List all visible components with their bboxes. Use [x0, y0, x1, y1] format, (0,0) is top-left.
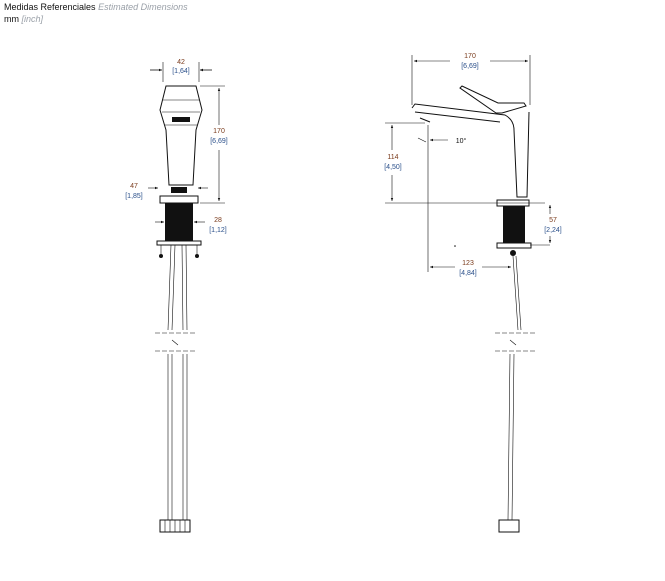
dim-shank-inch: [1,12] [209, 227, 227, 234]
dim-spout-height-inch: [4,50] [384, 164, 402, 171]
header-title: Medidas Referenciales [4, 2, 96, 12]
dim-length-inch: [6,69] [461, 63, 479, 70]
dim-width-top-inch: [1,64] [172, 68, 190, 75]
side-dimensions: 170 [6,69] 114 [4,50] 10° 57 [2,24] 123 … [384, 53, 562, 277]
dim-width-top-mm: 42 [177, 59, 185, 66]
drawing-header: Medidas Referenciales Estimated Dimensio… [4, 1, 188, 25]
dim-width-base-inch: [1,85] [125, 193, 143, 200]
dim-width-base-mm: 47 [130, 183, 138, 190]
units-inch: [inch] [21, 14, 44, 24]
dim-height-mm: 170 [213, 128, 225, 135]
dim-reach-inch: [4,84] [459, 270, 477, 277]
dim-length-mm: 170 [464, 53, 476, 60]
dim-shank-mm: 28 [214, 217, 222, 224]
dim-shank-height-inch: [2,24] [544, 227, 562, 234]
units-mm: mm [4, 14, 19, 24]
front-view [155, 85, 203, 533]
dim-spout-height-mm: 114 [387, 154, 398, 161]
side-view [411, 85, 535, 533]
header-subtitle: Estimated Dimensions [98, 2, 188, 12]
dim-angle: 10° [456, 137, 467, 145]
dim-shank-height-mm: 57 [549, 217, 557, 224]
front-dimensions: 42 [1,64] 170 [6,69] 47 [1,85] 28 [1,12] [125, 59, 228, 234]
dim-height-inch: [6,69] [210, 138, 228, 145]
dim-reach-mm: 123 [462, 260, 474, 267]
